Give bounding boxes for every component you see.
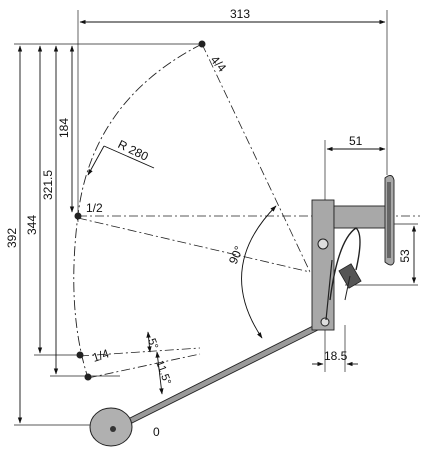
dimension-53-label: 53 <box>398 249 412 263</box>
dimension-313: 313 <box>79 7 386 25</box>
dimension-51-label: 51 <box>349 134 363 148</box>
position-quarter-marker <box>76 351 84 359</box>
radius-280: R 280 <box>87 137 155 176</box>
dimension-53: 53 <box>398 225 417 284</box>
angle-11-5: 11.5° <box>153 351 173 395</box>
position-markers <box>74 40 206 381</box>
float <box>89 407 133 447</box>
angle-11-5-label: 11.5° <box>153 359 173 387</box>
radius-280-label: R 280 <box>116 137 151 164</box>
position-full-marker <box>198 40 206 48</box>
dimension-344: 344 <box>25 45 43 354</box>
position-quarter-label: 1/4 <box>91 346 112 365</box>
dimension-321-5-label: 321.5 <box>41 170 55 200</box>
angle-5: 5° <box>145 331 160 353</box>
angle-5-label: 5° <box>145 337 160 351</box>
float-arm <box>111 320 327 433</box>
dimension-51: 51 <box>326 134 386 152</box>
sender-wiring <box>325 227 362 321</box>
position-empty-label: 0 <box>153 425 160 439</box>
dimension-18-5: 18.5 <box>312 349 358 367</box>
sender-mounting-plate <box>311 175 395 331</box>
position-bottom-marker <box>84 373 92 381</box>
dimension-184-label: 184 <box>57 118 71 138</box>
position-full-label: 4/4 <box>208 53 230 75</box>
dimension-313-label: 313 <box>230 7 250 21</box>
angle-90: 90° <box>226 205 277 339</box>
dimension-392: 392 <box>5 45 23 424</box>
dimension-344-label: 344 <box>25 215 39 235</box>
dimension-392-label: 392 <box>5 228 19 248</box>
position-half-label: 1/2 <box>86 201 103 215</box>
dimension-184: 184 <box>57 45 75 213</box>
dimension-321-5: 321.5 <box>41 45 59 375</box>
float-travel-arc <box>73 43 203 379</box>
angle-90-label: 90° <box>226 244 246 266</box>
position-half-marker <box>74 212 82 220</box>
dimension-18-5-label: 18.5 <box>324 349 348 363</box>
